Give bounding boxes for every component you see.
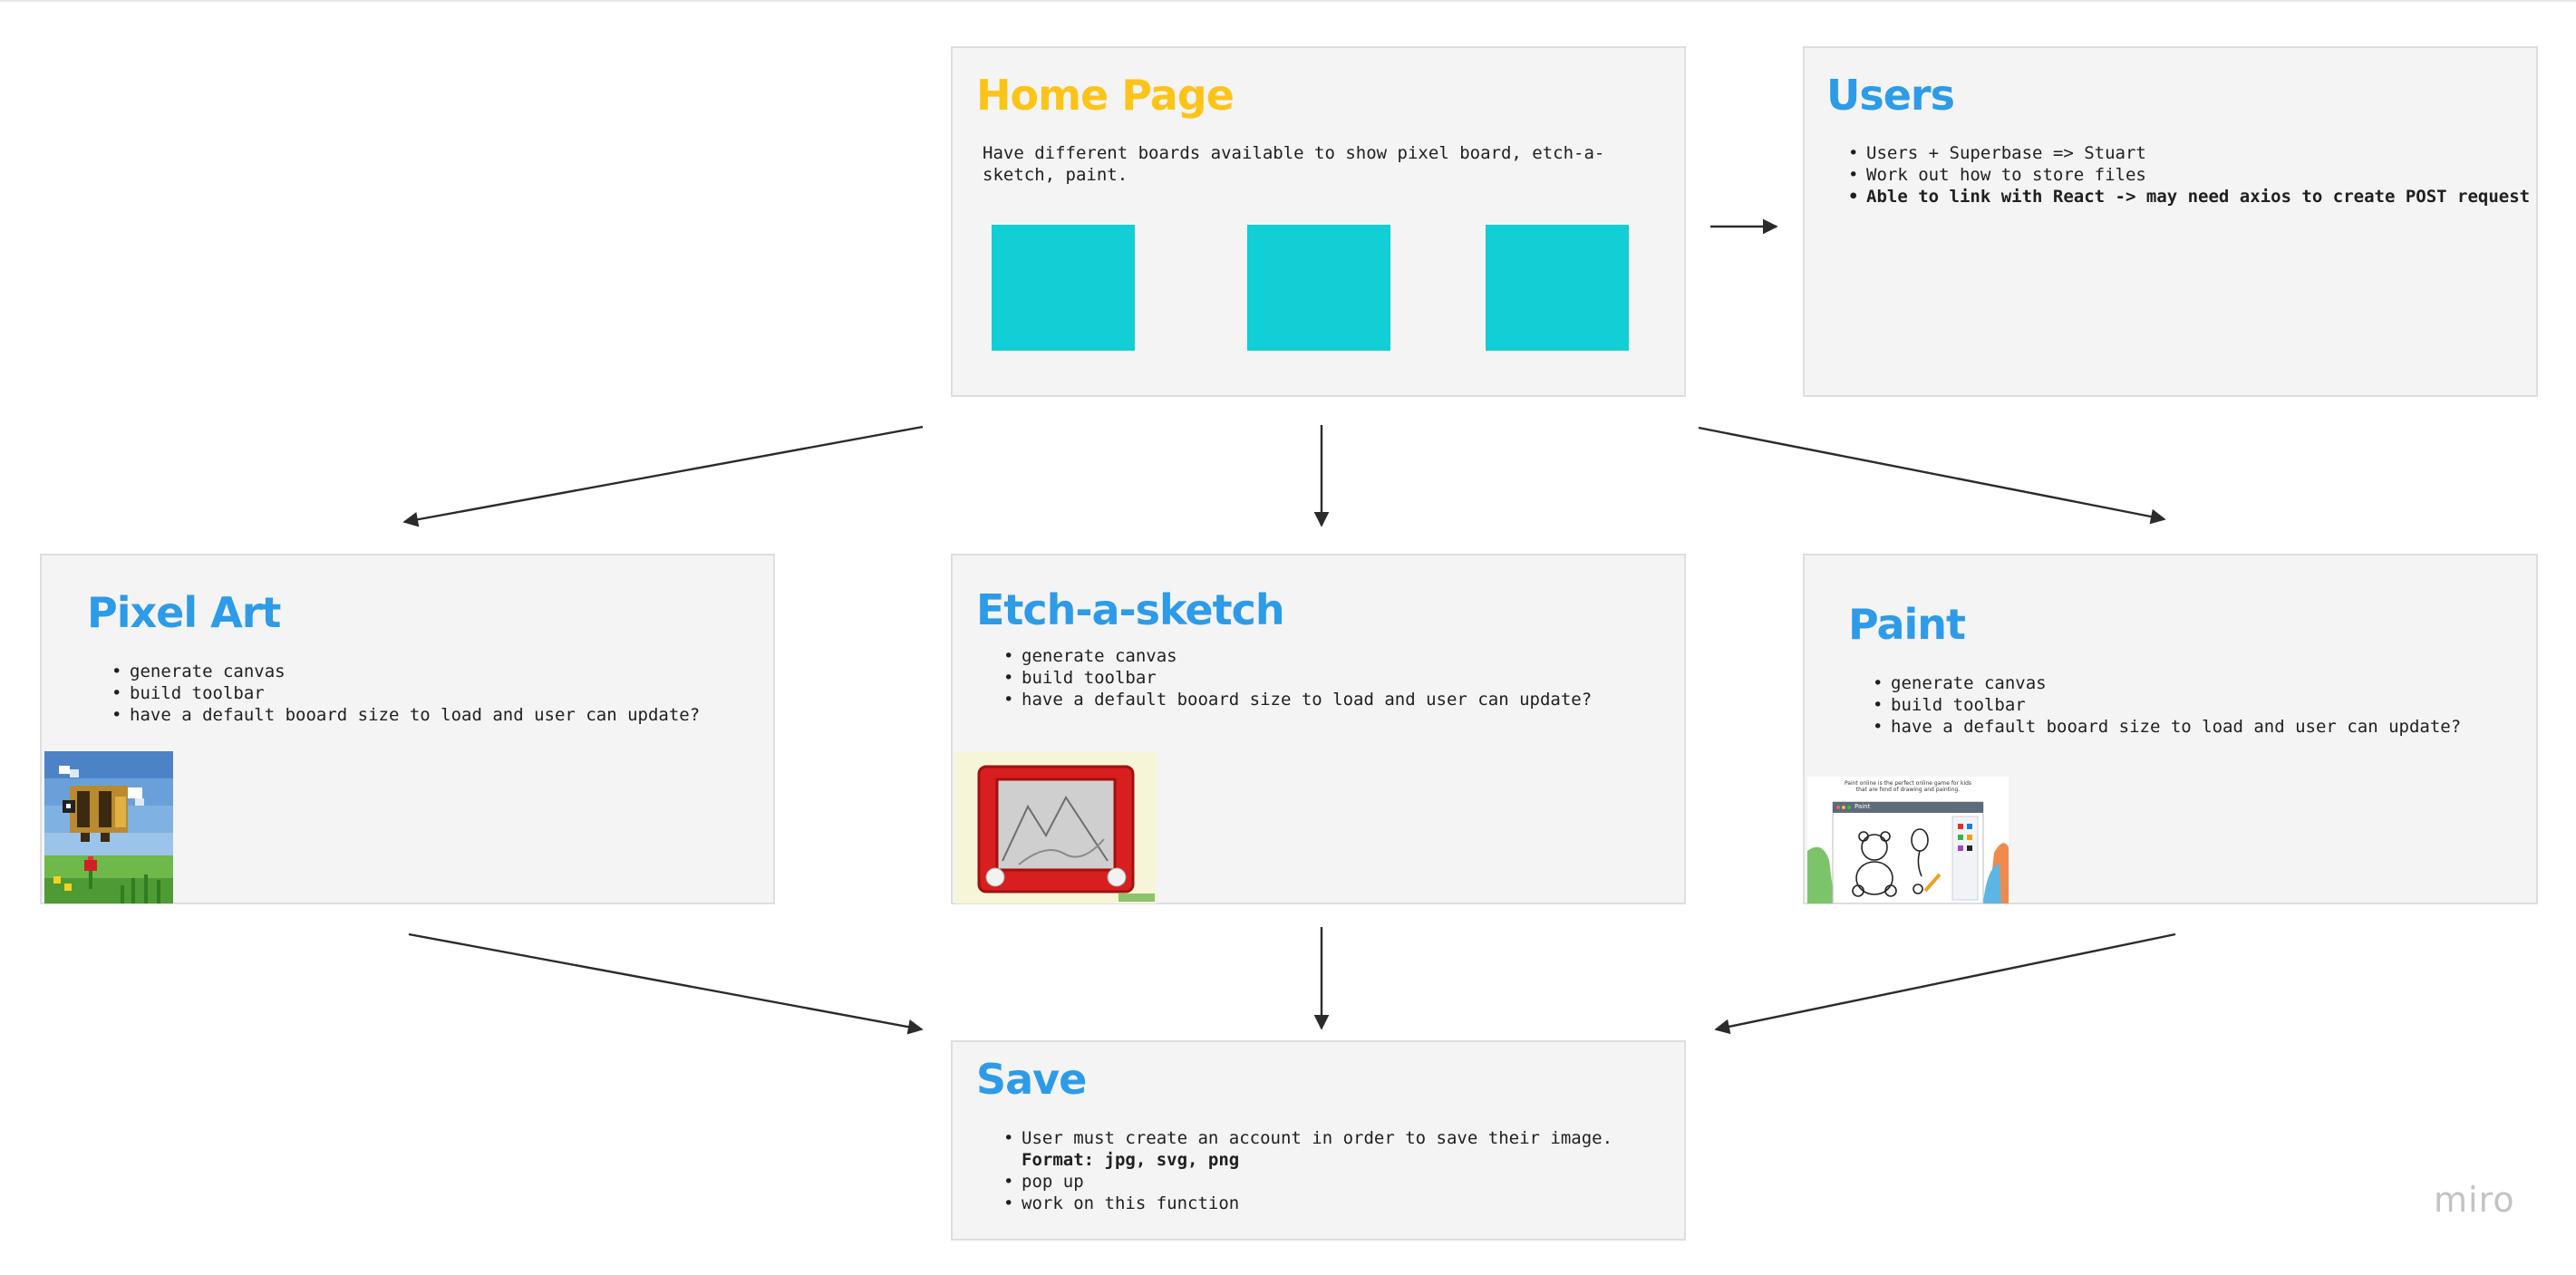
list-item: Able to link with React -> may need axio… (1846, 186, 2535, 208)
etch-a-sketch-title: Etch-a-sketch (976, 585, 1285, 634)
home-page-title: Home Page (976, 71, 1235, 120)
list-item: User must create an account in order to … (1002, 1127, 1677, 1171)
pixel-art-card[interactable]: Pixel Art generate canvas build toolbar … (40, 554, 775, 904)
save-list: User must create an account in order to … (1002, 1127, 1677, 1214)
users-title: Users (1826, 71, 1955, 120)
list-item: build toolbar (110, 682, 762, 704)
list-item: Users + Superbase => Stuart (1846, 142, 2535, 164)
paint-list: generate canvas build toolbar have a def… (1871, 672, 2523, 738)
home-page-description: Have different boards available to show … (983, 143, 1605, 185)
list-item: generate canvas (1002, 645, 1672, 667)
save-title: Save (976, 1055, 1087, 1104)
list-item: build toolbar (1871, 694, 2523, 716)
save-requirement-text: User must create an account in order to … (1022, 1128, 1613, 1148)
list-item: pop up (1002, 1171, 1677, 1193)
arrow-home-to-pixel (402, 425, 924, 527)
save-format-text: Format: jpg, svg, png (1022, 1150, 1240, 1170)
list-item: Work out how to store files (1846, 164, 2535, 186)
pixel-art-list: generate canvas build toolbar have a def… (110, 661, 762, 726)
miro-watermark: miro (2434, 1180, 2515, 1220)
paint-card[interactable]: Paint generate canvas build toolbar have… (1803, 554, 2538, 904)
home-page-card[interactable]: Home Page Have different boards availabl… (951, 46, 1686, 397)
board-tile-pixel[interactable] (992, 225, 1135, 351)
paint-thumb-caption: Paint online is the perfect online game … (1844, 780, 1972, 793)
etch-a-sketch-image (955, 752, 1157, 903)
etch-a-sketch-list: generate canvas build toolbar have a def… (1002, 645, 1672, 710)
list-item: have a default booard size to load and u… (110, 704, 762, 726)
board-tile-etch[interactable] (1247, 225, 1390, 351)
paint-thumb-window-title: Paint (1855, 803, 1871, 810)
list-item: have a default booard size to load and u… (1871, 716, 2523, 738)
arrow-home-to-paint (1698, 426, 2166, 525)
etch-a-sketch-card[interactable]: Etch-a-sketch generate canvas build tool… (951, 554, 1686, 904)
save-card[interactable]: Save User must create an account in orde… (951, 1040, 1686, 1241)
list-item: build toolbar (1002, 667, 1672, 689)
list-item: generate canvas (1871, 672, 2523, 694)
list-item: work on this function (1002, 1193, 1677, 1214)
users-card[interactable]: Users Users + Superbase => Stuart Work o… (1803, 46, 2538, 397)
paint-title: Paint (1848, 600, 1966, 649)
pixel-art-title: Pixel Art (87, 588, 281, 637)
paint-game-image: Paint online is the perfect online game … (1807, 777, 2009, 903)
pixel-bee-image (44, 751, 173, 903)
list-item: generate canvas (110, 661, 762, 682)
list-item: have a default booard size to load and u… (1002, 689, 1672, 710)
arrow-pixel-to-save (408, 932, 924, 1035)
arrow-paint-to-save (1714, 932, 2176, 1035)
board-tile-paint[interactable] (1486, 225, 1629, 351)
top-border (0, 0, 2576, 2)
users-list: Users + Superbase => Stuart Work out how… (1846, 142, 2535, 208)
